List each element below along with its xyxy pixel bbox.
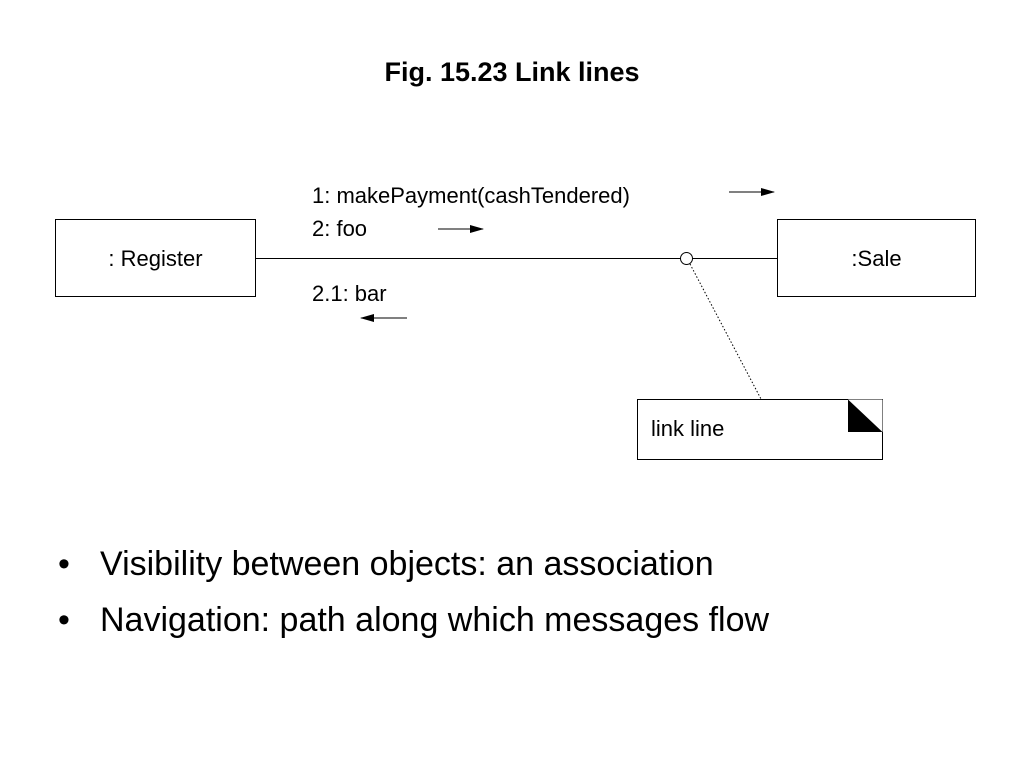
message-2-1-label: 2.1: bar: [312, 281, 387, 306]
bullet-icon: •: [58, 545, 70, 583]
sale-label: :Sale: [851, 246, 901, 271]
page-title: Fig. 15.23 Link lines: [384, 57, 640, 87]
note-connector: [689, 263, 762, 400]
message-1-label: 1: makePayment(cashTendered): [312, 183, 630, 208]
note-box: link line: [637, 399, 883, 460]
link-anchor-circle: [680, 252, 693, 265]
note-corner-fill: [848, 399, 883, 432]
register-object: : Register: [55, 219, 256, 297]
sale-object: :Sale: [777, 219, 976, 297]
bullet-list: • Visibility between objects: an associat…: [58, 536, 769, 648]
message-2-label: 2: foo: [312, 216, 367, 241]
bullet-item: • Navigation: path along which messages f…: [58, 592, 769, 648]
bullet-item: • Visibility between objects: an associat…: [58, 536, 769, 592]
bullet-icon: •: [58, 601, 70, 639]
note-label: link line: [651, 416, 724, 441]
register-label: : Register: [108, 246, 202, 271]
bullet-text: Navigation: path along which messages fl…: [100, 601, 770, 639]
bullet-text: Visibility between objects: an associati…: [100, 545, 714, 583]
